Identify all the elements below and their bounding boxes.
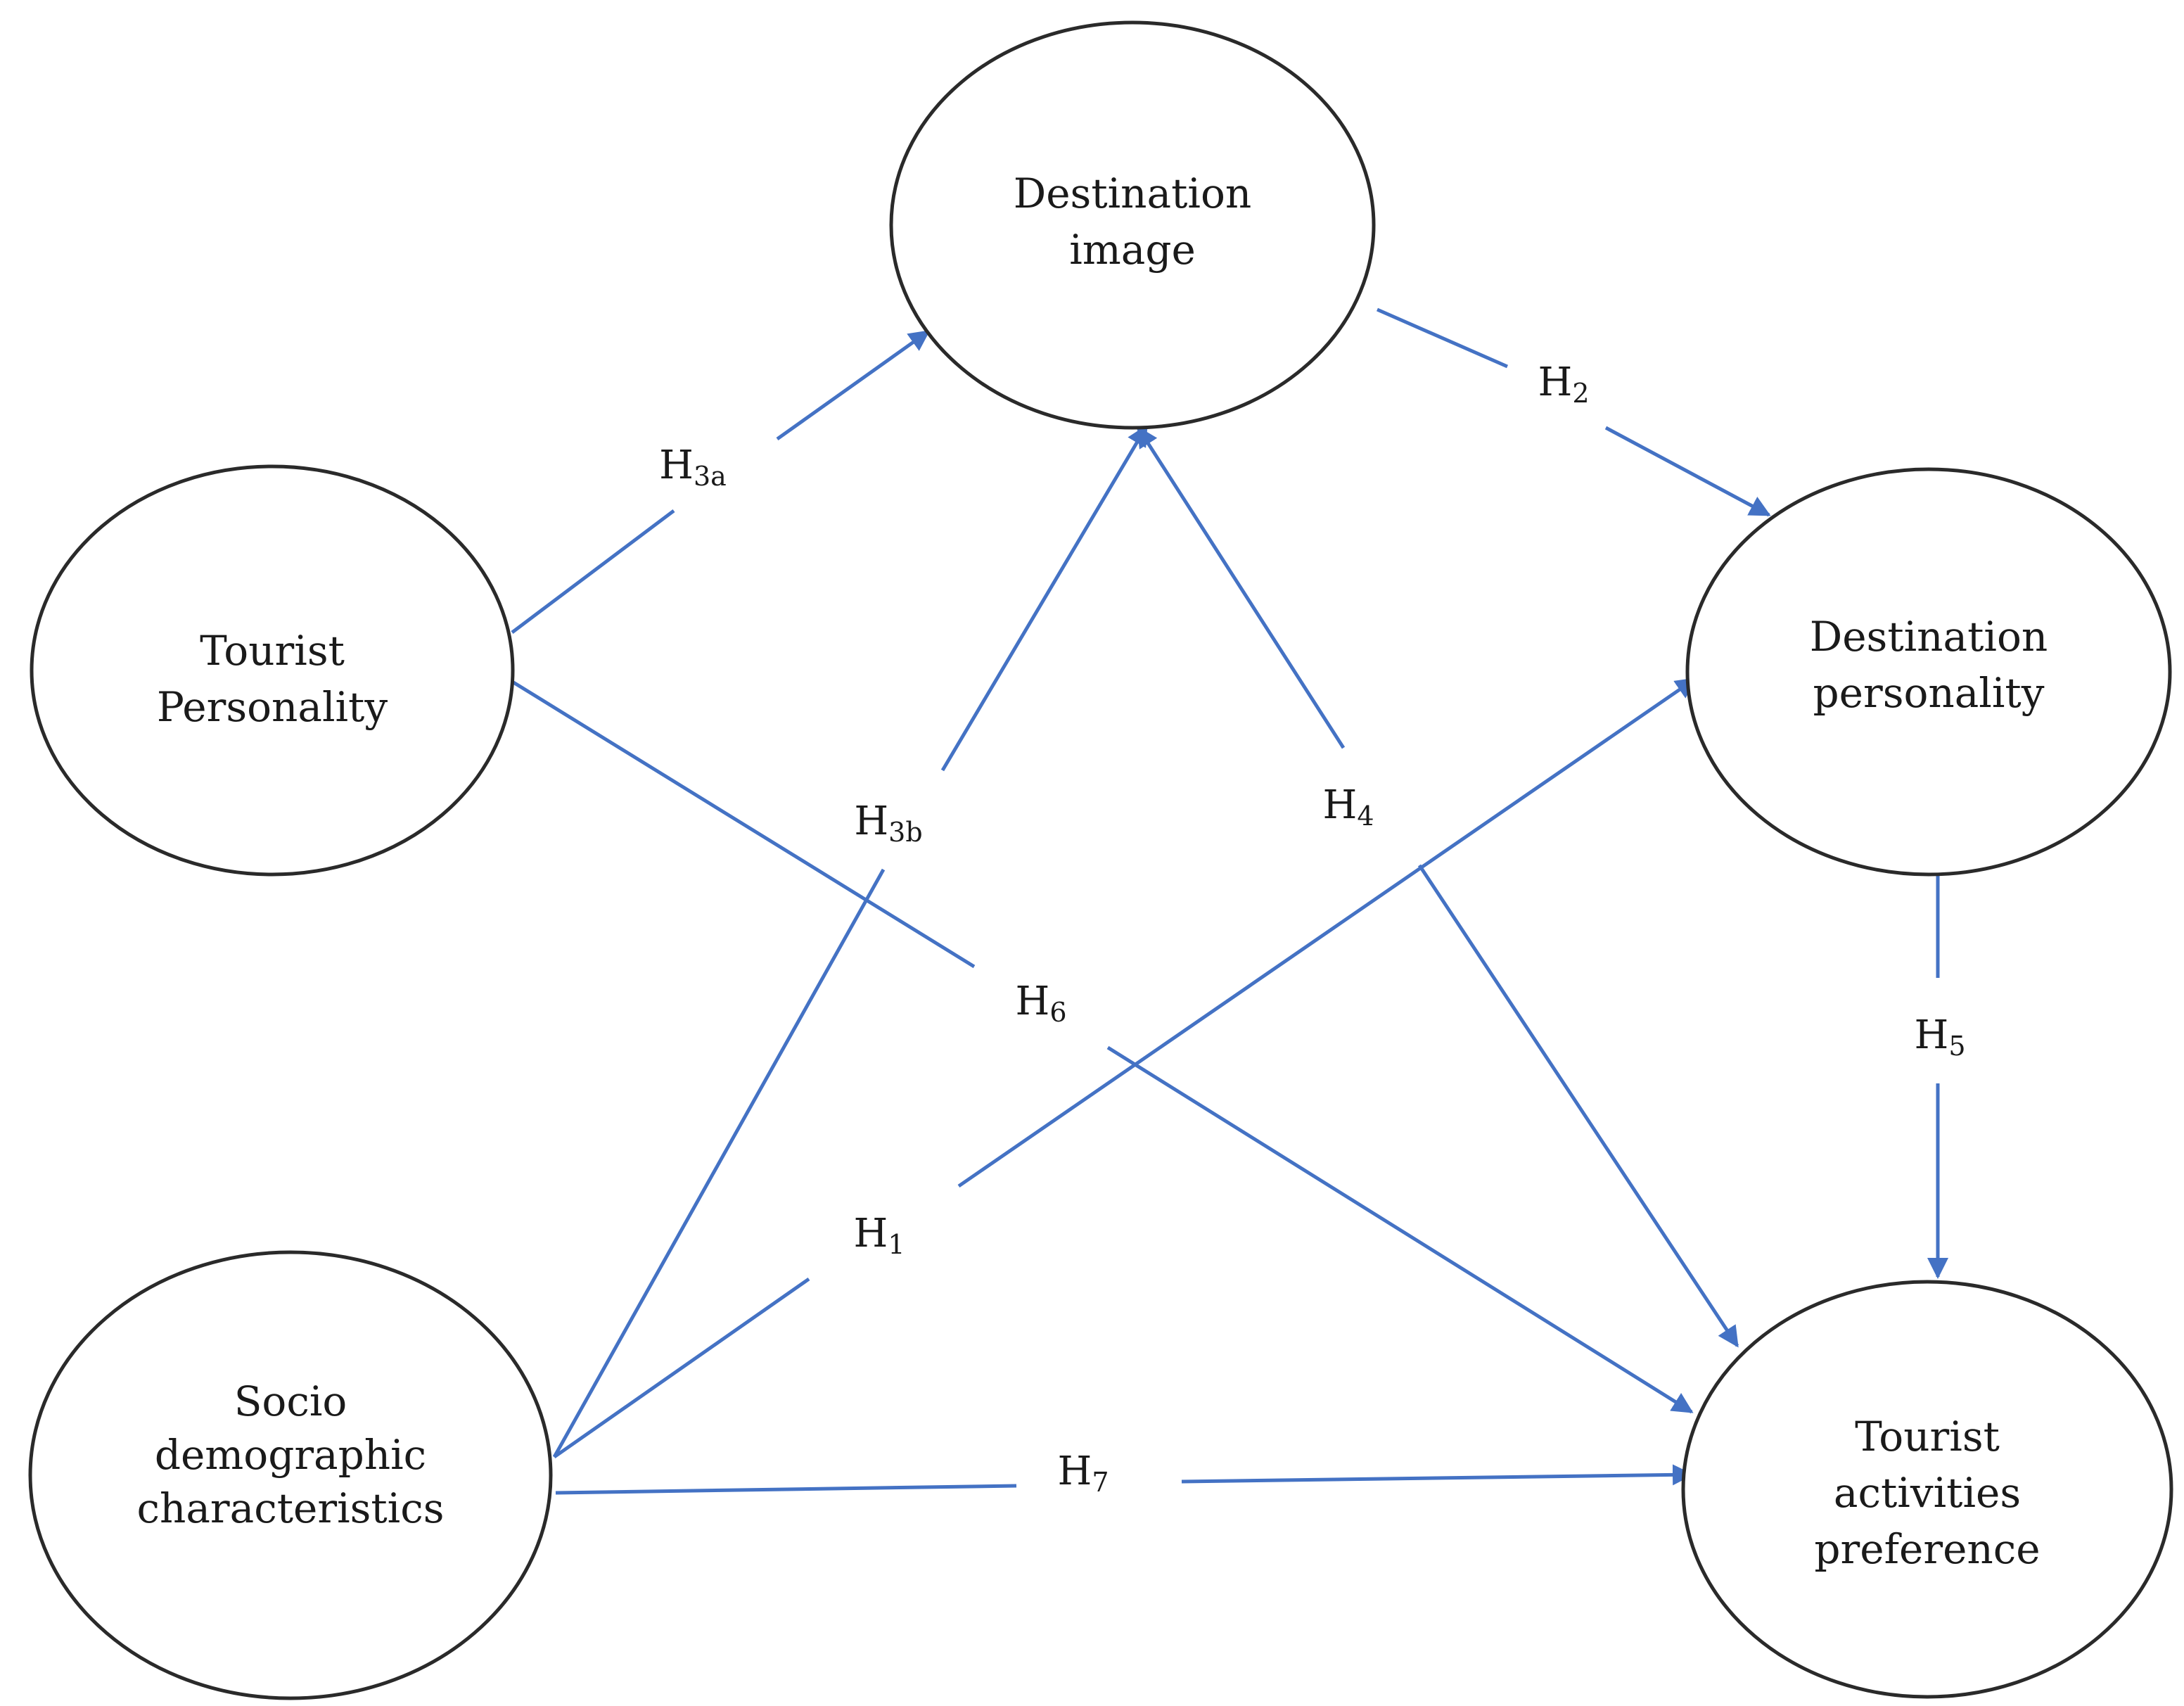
label-h3a: H3a xyxy=(659,443,727,492)
edge-h6 xyxy=(512,680,1694,1414)
node-tourist-activities-line-2: activities xyxy=(1834,1469,2021,1517)
node-tourist-activities-line-3: preference xyxy=(1814,1525,2040,1573)
node-destination-image: Destination image xyxy=(889,20,1376,430)
node-destination-personality-line-1: Destination xyxy=(1810,613,2048,661)
node-tourist-personality-line-2: Personality xyxy=(157,683,388,731)
node-destination-image-line-1: Destination xyxy=(1014,170,1252,217)
edge-h4 xyxy=(1136,426,1739,1348)
edge-h7 xyxy=(555,1464,1694,1495)
node-tourist-personality: Tourist Personality xyxy=(30,464,515,877)
label-h6: H6 xyxy=(1015,979,1066,1028)
node-destination-personality: Destination personality xyxy=(1685,467,2172,877)
edge-h3b xyxy=(552,424,1149,1458)
label-h7: H7 xyxy=(1057,1449,1109,1498)
label-h3b: H3b xyxy=(854,798,922,848)
label-h1: H1 xyxy=(853,1211,905,1260)
node-tourist-activities: Tourist activities preference xyxy=(1681,1280,2173,1699)
edge-h2 xyxy=(1376,307,1771,517)
node-socio-demographic-line-3: characteristics xyxy=(137,1484,445,1532)
node-socio-demographic-line-1: Socio xyxy=(234,1377,347,1425)
label-h4: H4 xyxy=(1322,782,1374,832)
label-h2: H2 xyxy=(1538,359,1589,409)
node-socio-demographic: Socio demographic characteristics xyxy=(28,1250,553,1700)
node-destination-image-line-2: image xyxy=(1069,226,1196,274)
node-destination-personality-line-2: personality xyxy=(1813,669,2045,717)
node-tourist-personality-line-1: Tourist xyxy=(200,627,345,675)
node-socio-demographic-line-2: demographic xyxy=(155,1431,426,1479)
label-h5: H5 xyxy=(1914,1012,1965,1062)
edge-h3a xyxy=(511,329,931,634)
node-tourist-activities-line-1: Tourist xyxy=(1855,1413,2000,1460)
edge-h1 xyxy=(553,677,1697,1459)
